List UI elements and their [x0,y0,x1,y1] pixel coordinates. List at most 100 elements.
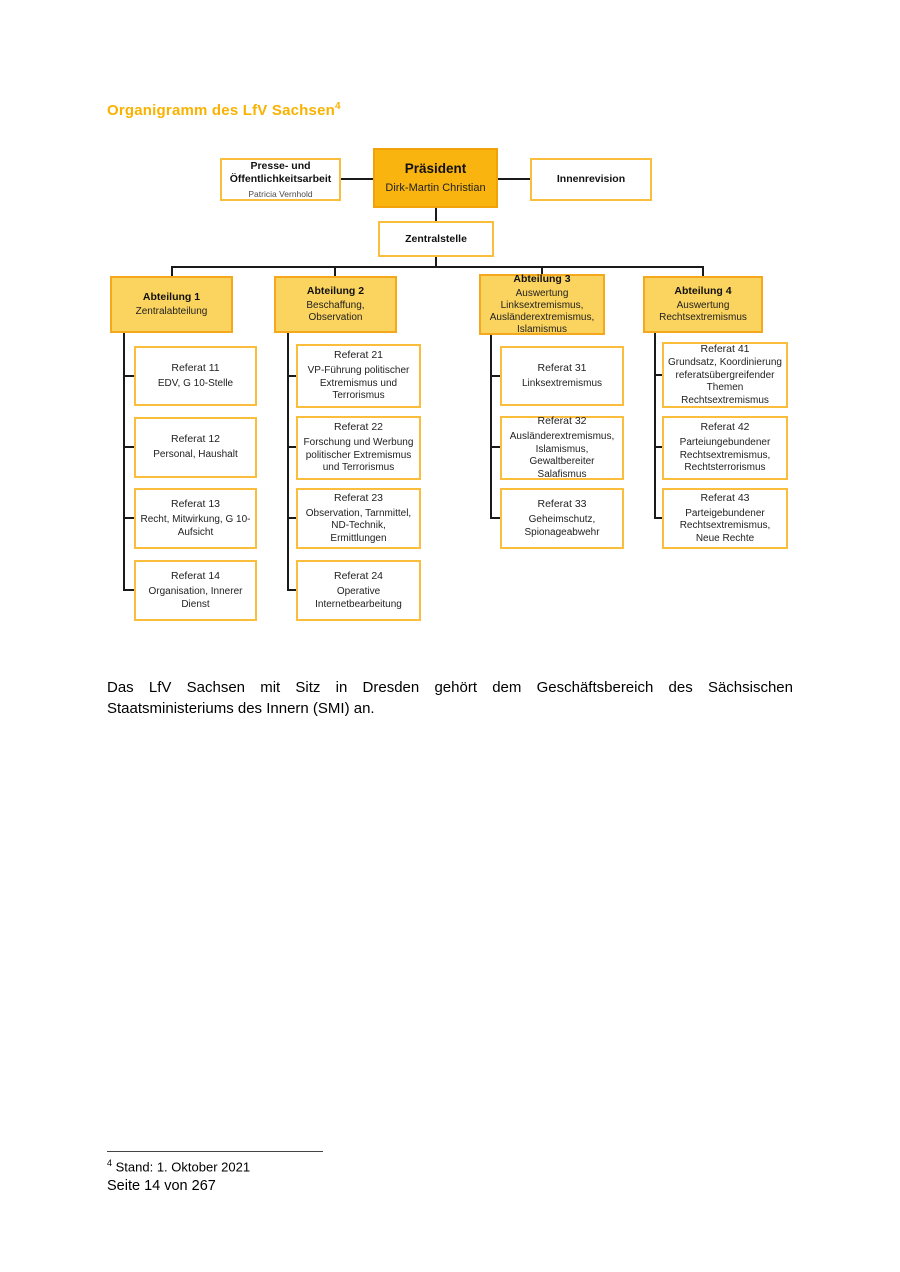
connector-line [654,374,662,376]
org-node-desc: Forschung und Werbung politischer Extrem… [303,437,414,474]
connector-line [654,333,656,519]
org-node-desc: Ausländerextremismus, Islamismus, Gewalt… [509,431,615,480]
org-node-title: Referat 41 [700,342,750,355]
page-title-text: Organigramm des LfV Sachsen [107,102,335,119]
org-node-title: Referat 43 [700,491,750,504]
org-node-title: Referat 22 [333,421,384,434]
connector-line [490,375,500,377]
connector-line [541,266,543,274]
connector-line [287,333,289,591]
connector-line [702,266,704,276]
org-node-referat-33: Referat 33 Geheimschutz, Spionageabwehr [500,488,624,549]
org-node-title: Presse- und Öffentlichkeitsarbeit [229,160,332,185]
org-node-subtitle: Beschaffung, Observation [306,299,365,323]
org-node-referat-13: Referat 13 Recht, Mitwirkung, G 10-Aufsi… [134,488,257,549]
org-node-desc: Personal, Haushalt [153,449,238,461]
org-node-title: Abteilung 3 [513,272,571,285]
org-node-subtitle: Auswertung Linksextremismus, Ausländerex… [489,287,595,336]
org-node-title: Präsident [404,160,467,176]
org-node-desc: Organisation, Innerer Dienst [148,586,243,610]
footnote-divider [107,1151,323,1152]
connector-line [287,517,296,519]
connector-line [171,266,173,276]
connector-line [334,266,336,276]
org-node-subtitle: Zentralabteilung [135,305,208,317]
org-node-referat-11: Referat 11 EDV, G 10-Stelle [134,346,257,406]
org-node-title: Abteilung 4 [674,284,732,297]
org-node-title: Referat 33 [537,497,587,510]
org-node-abteilung-2: Abteilung 2 Beschaffung, Observation [274,276,397,333]
connector-line [490,517,500,519]
org-node-title: Abteilung 2 [306,284,365,297]
page-number: Seite 14 von 267 [107,1178,216,1194]
title-footnote-marker: 4 [334,101,341,112]
org-node-referat-43: Referat 43 Parteigebundener Rechtsextrem… [662,488,788,549]
org-node-title: Referat 32 [537,414,587,427]
connector-line [123,517,134,519]
org-node-desc: Geheimschutz, Spionageabwehr [524,514,600,538]
connector-line [123,333,125,591]
connector-line [123,446,134,448]
connector-line [287,375,296,377]
connector-line [123,589,134,591]
org-node-referat-24: Referat 24 Operative Internetbearbeitung [296,560,421,621]
footnote: 4 Stand: 1. Oktober 2021 [107,1158,250,1174]
org-node-abteilung-1: Abteilung 1 Zentralabteilung [110,276,233,333]
org-node-title: Abteilung 1 [142,291,201,303]
org-node-referat-22: Referat 22 Forschung und Werbung politis… [296,416,421,480]
connector-line [171,266,704,268]
org-node-desc: VP-Führung politischer Extremismus und T… [307,365,410,402]
connector-line [287,589,296,591]
connector-line [490,446,500,448]
connector-line [490,335,492,519]
org-node-referat-12: Referat 12 Personal, Haushalt [134,417,257,478]
org-node-desc: Grundsatz, Koordinierung referatsübergre… [668,357,782,406]
org-node-referat-42: Referat 42 Parteiungebundener Rechtsextr… [662,416,788,480]
connector-line [287,446,296,448]
connector-line [498,178,530,180]
org-node-desc: Parteiungebundener Rechtsextremismus, Re… [679,437,771,474]
org-node-title: Zentralstelle [405,232,467,245]
org-node-desc: Parteigebundener Rechtsextremismus, Neue… [679,507,771,544]
org-node-desc: Linksextremismus [521,377,603,389]
org-node-title: Referat 11 [171,361,220,374]
org-node-desc: EDV, G 10-Stelle [157,377,234,389]
org-node-president: Präsident Dirk-Martin Christian [373,148,498,208]
footnote-marker: 4 [107,1158,113,1168]
org-node-referat-31: Referat 31 Linksextremismus [500,346,624,406]
connector-line [654,446,662,448]
org-node-subtitle: Auswertung Rechtsextremismus [659,299,747,323]
org-node-referat-41: Referat 41 Grundsatz, Koordinierung refe… [662,342,788,408]
org-node-title: Referat 23 [333,491,384,504]
org-node-central-office: Zentralstelle [378,221,494,257]
connector-line [341,178,373,180]
org-node-title: Innenrevision [556,173,626,186]
org-node-desc: Observation, Tarnmittel, ND-Technik, Erm… [305,507,412,544]
org-node-press-office: Presse- und Öffentlichkeitsarbeit Patric… [220,158,341,201]
org-node-internal-audit: Innenrevision [530,158,652,201]
org-node-title: Referat 13 [170,497,221,510]
org-node-title: Referat 14 [170,569,221,582]
connector-line [123,375,134,377]
connector-line [654,517,662,519]
org-node-referat-14: Referat 14 Organisation, Innerer Dienst [134,560,257,621]
org-node-abteilung-4: Abteilung 4 Auswertung Rechtsextremismus [643,276,763,333]
org-node-desc: Recht, Mitwirkung, G 10-Aufsicht [140,514,251,538]
org-node-referat-21: Referat 21 VP-Führung politischer Extrem… [296,344,421,408]
org-node-title: Referat 31 [537,361,587,374]
org-node-person: Dirk-Martin Christian [385,182,486,195]
org-node-title: Referat 12 [170,433,221,446]
org-node-title: Referat 42 [700,421,750,434]
page-title: Organigramm des LfV Sachsen4 [107,101,341,119]
org-node-referat-23: Referat 23 Observation, Tarnmittel, ND-T… [296,488,421,549]
org-node-referat-32: Referat 32 Ausländerextremismus, Islamis… [500,414,624,480]
footnote-text: Stand: 1. Oktober 2021 [112,1159,251,1175]
connector-line [435,257,437,268]
org-node-abteilung-3: Abteilung 3 Auswertung Linksextremismus,… [479,272,605,336]
body-paragraph: Das LfV Sachsen mit Sitz in Dresden gehö… [107,679,793,717]
org-node-desc: Operative Internetbearbeitung [315,586,402,610]
org-node-person: Patricia Vernhold [248,188,313,199]
org-node-title: Referat 24 [333,569,384,582]
org-node-title: Referat 21 [333,349,384,362]
